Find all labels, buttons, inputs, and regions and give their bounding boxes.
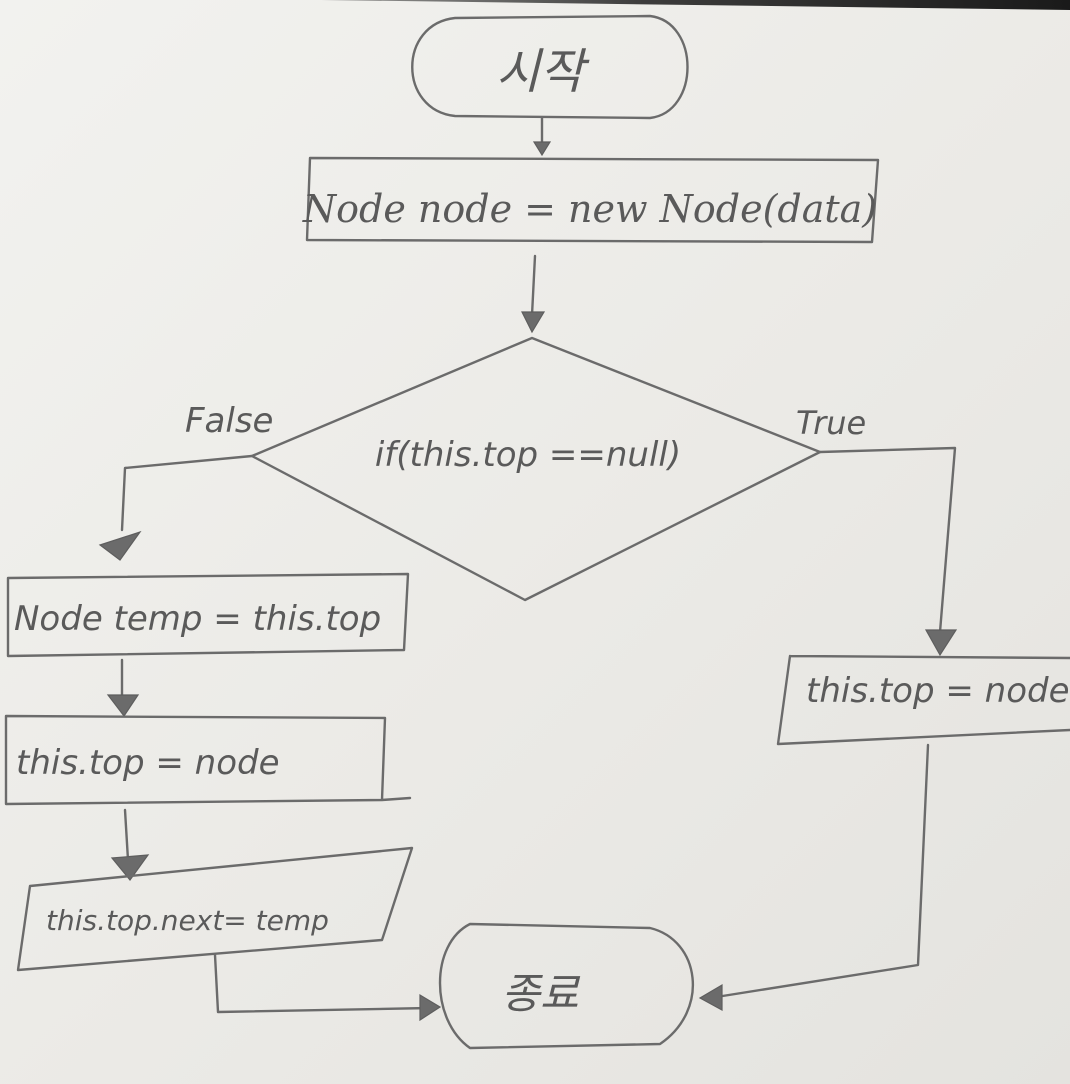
- process-false-step-2: this.top = node: [4, 714, 412, 806]
- false-step-3-text: this.top.next= temp: [46, 904, 329, 937]
- arrow-true-branch: [818, 446, 958, 657]
- arrow-false-1-to-2: [106, 658, 140, 718]
- process-true-step-1: this.top = node: [776, 654, 1070, 746]
- false-step-1-text: Node temp = this.top: [14, 599, 381, 639]
- decision-diamond: if(this.top ==null): [250, 336, 822, 602]
- end-terminator: 종료: [438, 922, 694, 1050]
- process-create-node: Node node = new Node(data): [302, 156, 880, 244]
- arrow-true-to-end: [698, 743, 930, 1012]
- false-label: False: [185, 401, 273, 441]
- start-label: 시작: [496, 44, 590, 100]
- process-false-step-1: Node temp = this.top: [6, 572, 410, 658]
- condition-text: if(this.top ==null): [375, 435, 681, 475]
- true-label: True: [796, 404, 866, 442]
- arrow-false-2-to-3: [110, 808, 150, 881]
- arrow-start-to-create: [532, 116, 552, 157]
- create-node-text: Node node = new Node(data): [302, 187, 877, 231]
- arrow-false-branch: [98, 454, 254, 561]
- arrow-false-to-end: [213, 953, 442, 1022]
- true-step-1-text: this.top = node: [806, 671, 1070, 711]
- process-false-step-3: this.top.next= temp: [16, 846, 414, 972]
- end-label: 종료: [501, 969, 581, 1018]
- arrow-create-to-decision: [521, 254, 546, 334]
- false-step-2-text: this.top = node: [16, 743, 280, 783]
- start-terminator: 시작: [411, 14, 689, 120]
